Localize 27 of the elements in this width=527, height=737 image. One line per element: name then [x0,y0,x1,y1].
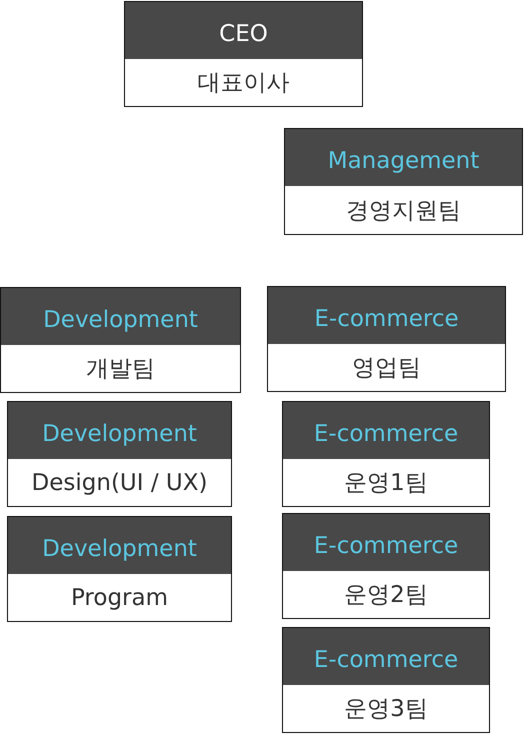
team-heading: Management [285,129,522,186]
org-chart-box [284,128,523,235]
team-name: 운영3팀 [343,695,429,724]
org-chart-box [282,401,490,507]
team-heading: CEO [125,2,362,59]
team-heading: E-commerce [268,287,505,344]
team-name: 운영1팀 [343,469,429,498]
org-chart-box [124,1,363,107]
team-heading: Development [8,517,231,574]
team-heading: E-commerce [283,628,489,685]
team-heading: Development [1,288,240,345]
org-chart-box [267,286,506,392]
team-heading: Development [8,402,231,459]
team-heading: E-commerce [283,402,489,459]
org-chart-box [282,513,490,619]
team-name: 대표이사 [196,69,290,98]
team-name: Program [70,584,170,612]
team-name: 개발팀 [85,355,156,384]
org-chart-box [0,287,241,393]
org-chart-box [7,401,232,507]
team-heading: E-commerce [283,514,489,571]
team-name: 경영지원팀 [345,196,462,226]
org-chart-box [282,627,490,733]
org-chart-box [7,516,232,622]
team-name: Design(UI / UX) [30,468,208,498]
team-name: 영업팀 [351,354,422,383]
team-name: 운영2팀 [343,581,429,610]
